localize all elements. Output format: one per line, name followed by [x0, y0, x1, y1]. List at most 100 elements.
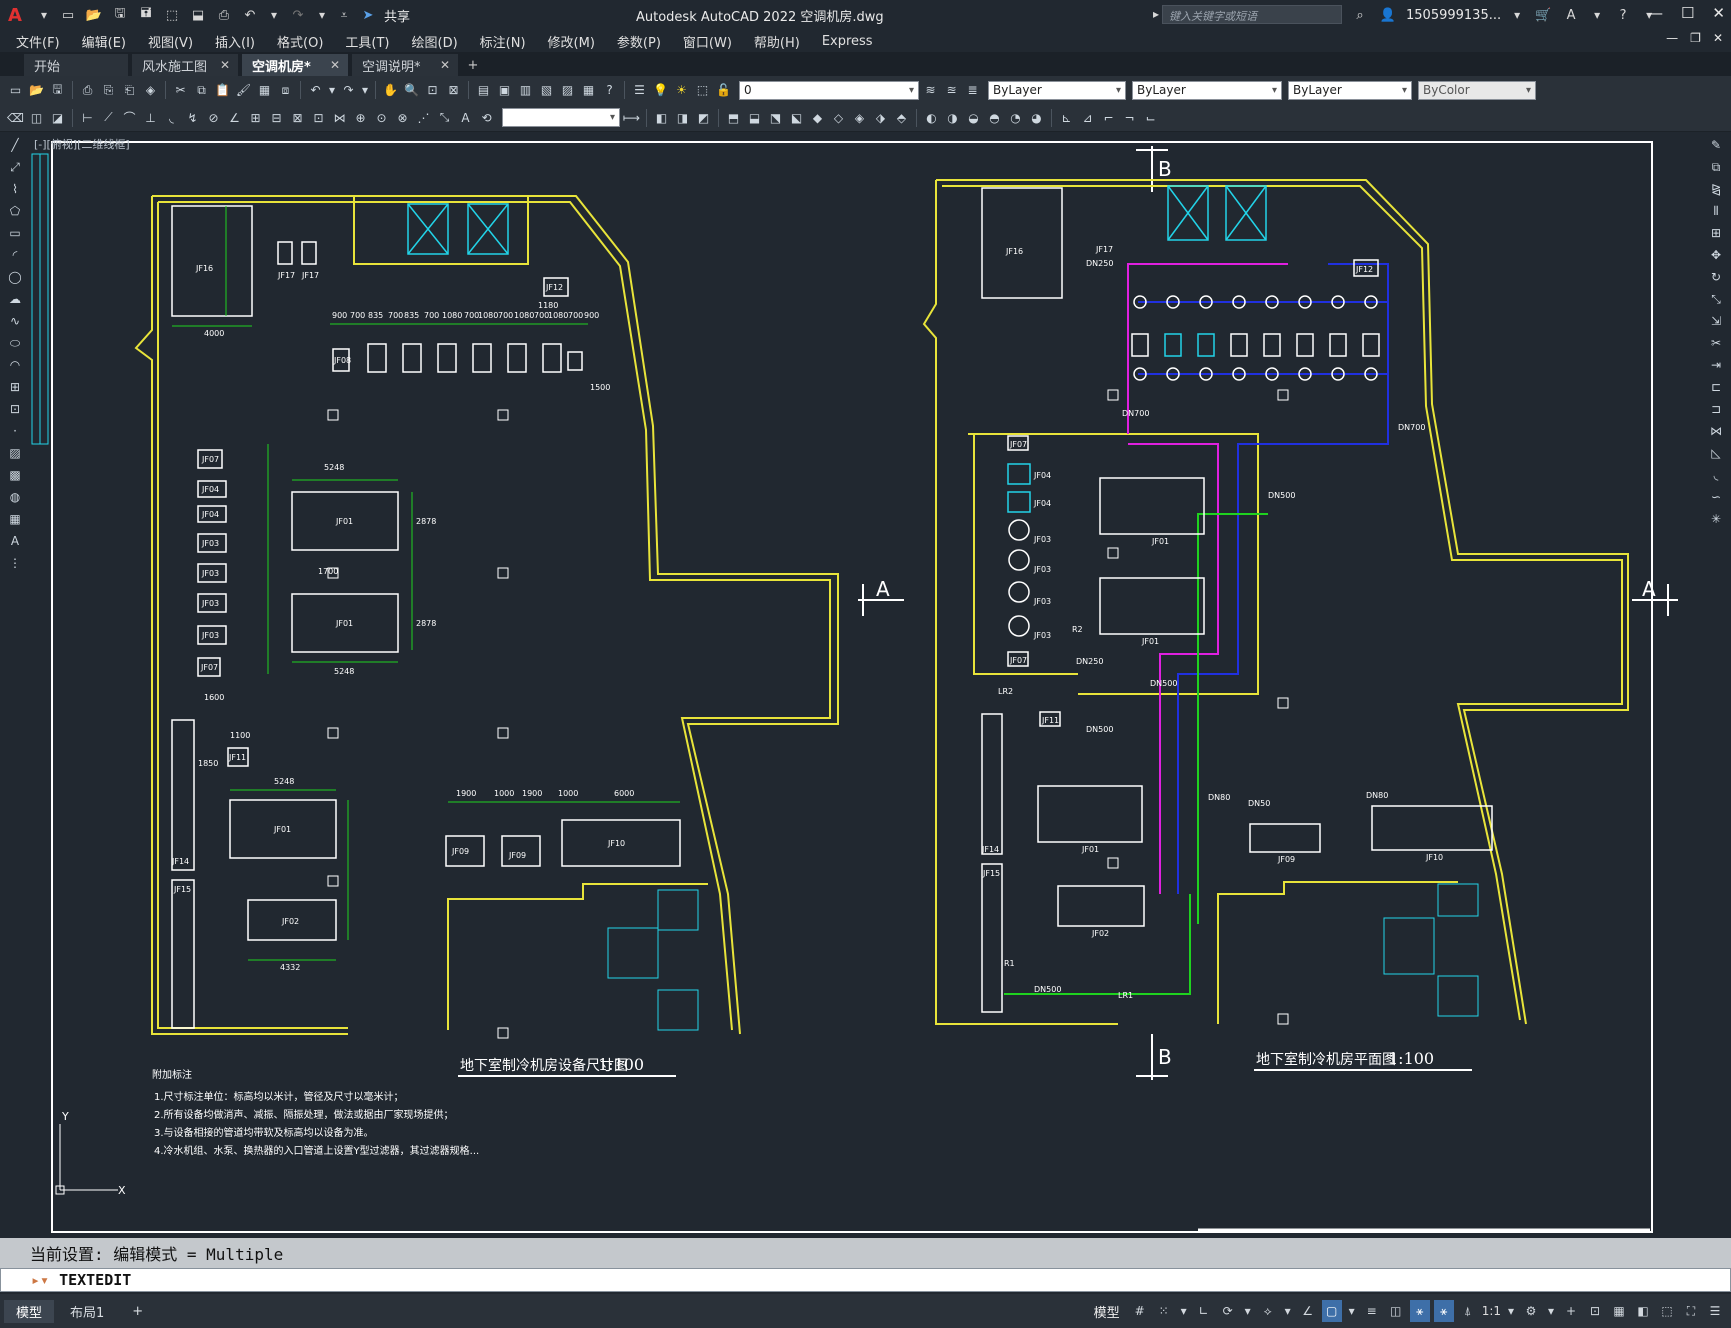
dimstyle-icon[interactable]: ⟼: [622, 110, 641, 125]
customization-icon[interactable]: ☰: [1709, 1304, 1721, 1318]
menu-tools[interactable]: 工具(T): [345, 35, 390, 51]
save-web-icon[interactable]: ⬓: [191, 7, 205, 23]
autodesk-apps-icon[interactable]: A: [1566, 7, 1576, 23]
make-current-icon[interactable]: ≋: [925, 83, 936, 97]
ordinate-icon[interactable]: ⊥: [145, 110, 156, 125]
menu-draw[interactable]: 绘图(D): [411, 35, 458, 51]
ucs-icon[interactable]: ¬: [1124, 110, 1135, 125]
snap-dropdown-icon[interactable]: ▾: [1180, 1304, 1187, 1318]
3d-tool-icon[interactable]: ⬗: [875, 110, 886, 125]
3d-tool-icon[interactable]: ⬘: [896, 110, 907, 125]
redo-dropdown-icon[interactable]: ▾: [361, 83, 369, 97]
tolerance-icon[interactable]: ⊕: [355, 110, 366, 125]
dimension-update-icon[interactable]: ⟲: [481, 110, 492, 125]
revision-cloud-icon[interactable]: ☁: [9, 292, 21, 306]
maximize-button[interactable]: ☐: [1680, 4, 1695, 22]
minimize-button[interactable]: —: [1647, 4, 1663, 22]
new-tab-button[interactable]: +: [467, 57, 479, 73]
design-center-icon[interactable]: ▣: [498, 83, 511, 97]
layer-lock-icon[interactable]: 🔓: [716, 83, 731, 97]
viewport-controls-label[interactable]: [-][俯视][二维线框]: [34, 138, 130, 151]
aligned-dimension-icon[interactable]: ⟋: [104, 110, 113, 124]
paste-icon[interactable]: 📋: [215, 83, 230, 97]
multiline-text-icon[interactable]: A: [10, 534, 20, 548]
line-icon[interactable]: ╱: [11, 138, 19, 152]
break-at-point-icon[interactable]: ⊏: [1710, 380, 1722, 394]
lineweight-icon[interactable]: ≡: [1366, 1304, 1377, 1318]
block-editor-icon[interactable]: ▦: [258, 83, 271, 97]
autocad-logo-icon[interactable]: A: [8, 4, 22, 26]
command-input[interactable]: ▸▾ TEXTEDIT: [0, 1268, 1731, 1292]
join-icon[interactable]: ⋈: [1710, 424, 1722, 438]
continue-icon[interactable]: ⊠: [292, 110, 303, 125]
region-icon[interactable]: ◍: [9, 490, 21, 504]
mirror-icon[interactable]: ⧎: [1710, 182, 1722, 196]
tab-kongtiao-shuoming[interactable]: 空调说明* ✕: [352, 54, 458, 76]
arc-icon[interactable]: ◜: [12, 248, 18, 262]
eraser-icon[interactable]: ⌫: [7, 110, 24, 125]
layer-dropdown[interactable]: 0 ▾: [739, 80, 919, 100]
undo-dropdown-icon[interactable]: ▾: [328, 83, 336, 97]
ellipse-arc-icon[interactable]: ◠: [9, 358, 21, 372]
view-icon[interactable]: ◨: [676, 110, 689, 125]
user-dropdown-icon[interactable]: ▾: [1514, 8, 1521, 22]
menu-help[interactable]: 帮助(H): [753, 35, 800, 51]
user-icon[interactable]: 👤: [1379, 7, 1397, 23]
save-icon[interactable]: 🖫: [52, 81, 63, 96]
space-icon[interactable]: ⊡: [313, 110, 324, 125]
annotation-monitor-icon[interactable]: +: [1565, 1304, 1577, 1318]
zoom-realtime-icon[interactable]: 🔍: [404, 83, 419, 97]
hatch-icon[interactable]: ▨: [9, 446, 21, 460]
isolate-objects-icon[interactable]: ◧: [1637, 1304, 1649, 1318]
zoom-window-icon[interactable]: ⊡: [427, 83, 438, 97]
sheet-set-icon[interactable]: ▧: [540, 83, 553, 97]
3d-tool-icon[interactable]: ◈: [854, 110, 865, 125]
osnap-dropdown-icon[interactable]: ▾: [1348, 1304, 1355, 1318]
copy-icon[interactable]: ⧉: [1711, 159, 1721, 174]
color-dropdown[interactable]: ByLayer ▾: [988, 80, 1126, 100]
isodraft-dropdown-icon[interactable]: ▾: [1284, 1304, 1291, 1318]
3d-tool-icon[interactable]: ⬕: [790, 110, 803, 125]
user-name[interactable]: 1505999135...: [1406, 7, 1502, 23]
tab-kongtiao-jifang[interactable]: 空调机房* ✕: [242, 54, 348, 76]
dimension-text-edit-icon[interactable]: A: [461, 110, 470, 125]
fillet-icon[interactable]: ◟: [1713, 468, 1719, 482]
clean-screen-icon[interactable]: ⛶: [1686, 1303, 1696, 1318]
annotation-scale-value[interactable]: 1:1: [1481, 1304, 1501, 1318]
copy-icon[interactable]: ⧉: [197, 82, 206, 97]
render-tool-icon[interactable]: ◐: [926, 110, 937, 125]
save-icon[interactable]: 🖫: [114, 6, 126, 21]
radius-icon[interactable]: ◟: [169, 110, 174, 125]
object-snap-icon[interactable]: ▢: [1321, 1300, 1342, 1322]
save-as-icon[interactable]: 🖬: [140, 6, 152, 21]
help-icon[interactable]: ?: [1619, 7, 1627, 23]
plot-preview-icon[interactable]: ⎘: [103, 82, 114, 97]
search-icon[interactable]: ⌕: [1356, 7, 1364, 23]
new-icon[interactable]: ▭: [9, 83, 22, 97]
render-tool-icon[interactable]: ◑: [947, 110, 958, 125]
construction-line-icon[interactable]: ⤢: [10, 159, 20, 174]
dimension-edit-icon[interactable]: ⤡: [439, 110, 450, 124]
stretch-icon[interactable]: ⇲: [1710, 314, 1722, 328]
annotation-visibility-icon[interactable]: ⚹: [1409, 1300, 1430, 1322]
zoom-previous-icon[interactable]: ⊠: [448, 83, 459, 97]
add-layout-button[interactable]: +: [132, 1303, 144, 1319]
layout-tab-layout1[interactable]: 布局1: [70, 1305, 105, 1321]
menu-parametric[interactable]: 参数(P): [616, 35, 661, 51]
redo-dropdown-icon[interactable]: ▾: [318, 8, 326, 22]
menu-view[interactable]: 视图(V): [147, 35, 194, 51]
search-input[interactable]: 键入关键字或短语: [1162, 5, 1342, 24]
redo-icon[interactable]: ↷: [343, 83, 354, 97]
scale-icon[interactable]: ⤡: [1711, 291, 1721, 306]
dimension-style-dropdown[interactable]: ▾: [502, 108, 620, 127]
array-icon[interactable]: ⊞: [1710, 226, 1722, 240]
close-button[interactable]: ✕: [1712, 4, 1725, 22]
menu-express[interactable]: Express: [821, 33, 873, 49]
properties-icon[interactable]: ▤: [477, 83, 490, 97]
center-mark-icon[interactable]: ⊙: [376, 110, 387, 125]
doc-restore-icon[interactable]: ❐: [1690, 31, 1701, 45]
linear-dimension-icon[interactable]: ⊢: [82, 110, 93, 125]
tool-icon[interactable]: ◪: [51, 110, 64, 125]
quick-properties-icon[interactable]: ▦: [1613, 1304, 1625, 1318]
calculator-icon[interactable]: ▦: [582, 83, 595, 97]
